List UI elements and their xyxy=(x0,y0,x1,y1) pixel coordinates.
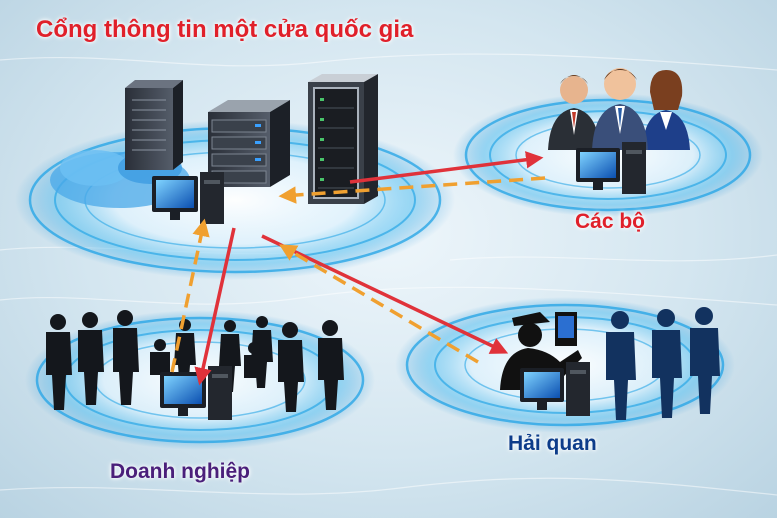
ministries-label: Các bộ xyxy=(575,210,646,233)
arrow-enterprise-to-portal xyxy=(170,218,210,373)
ministries-computer-icon xyxy=(576,142,646,194)
arrow-portal-to-enterprise xyxy=(194,227,236,386)
arrow-portal-to-ministries xyxy=(349,151,544,184)
water-texture xyxy=(0,53,777,496)
flow-arrows xyxy=(170,151,546,386)
customs-label: Hải quan xyxy=(508,432,597,455)
customs-computer-icon xyxy=(520,362,590,416)
business-people-silhouettes-icon xyxy=(46,310,344,412)
diagram-title: Cổng thông tin một cửa quốc gia xyxy=(36,16,414,43)
arrow-portal-to-customs xyxy=(261,234,509,354)
customs-staff-silhouettes-icon xyxy=(606,307,720,420)
enterprise-computer-icon xyxy=(160,366,232,420)
server-cabinet-icon xyxy=(308,74,378,204)
arrow-customs-to-portal xyxy=(278,244,479,364)
portal-computer-icon xyxy=(152,172,224,224)
server-rack-icon xyxy=(208,100,290,187)
server-tower-icon xyxy=(125,80,183,170)
enterprise-label: Doanh nghiệp xyxy=(110,460,250,483)
officials-group-icon xyxy=(548,68,690,150)
